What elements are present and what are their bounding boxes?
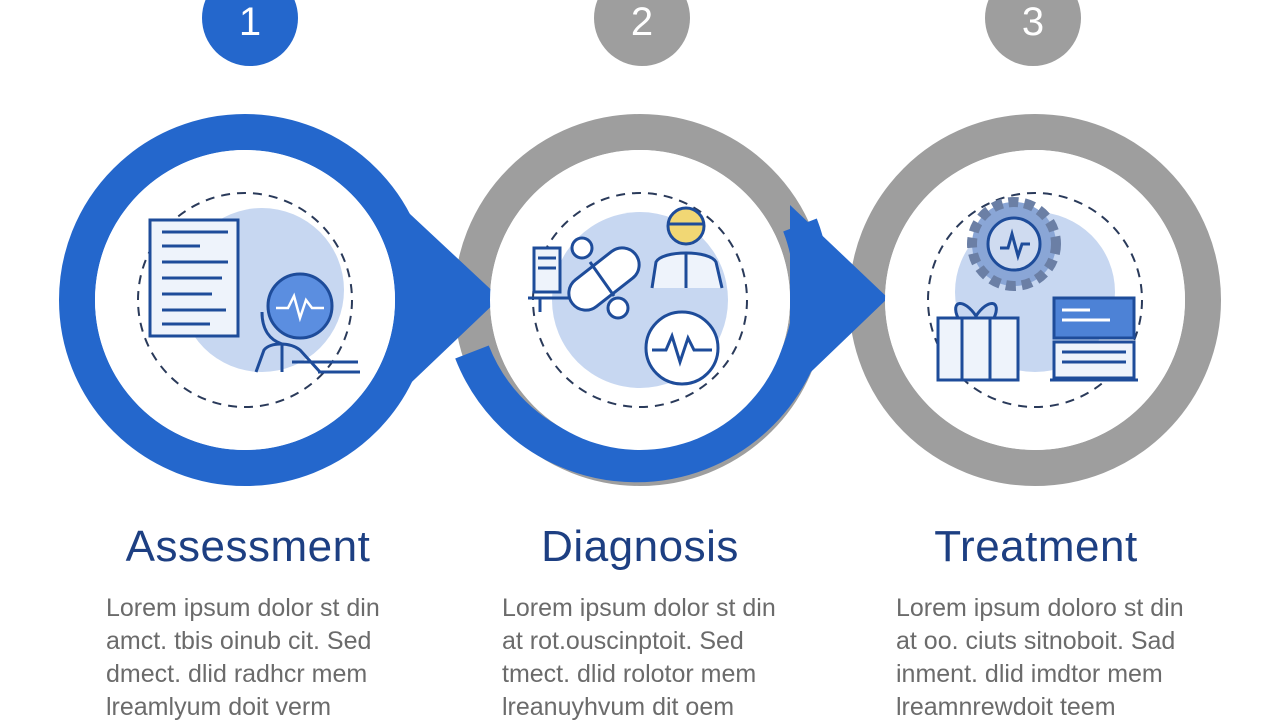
step-1-description: Lorem ipsum dolor st din amct. tbis oinu… xyxy=(106,592,406,724)
step-3-description-line: inment. dlid imdtor mem xyxy=(896,660,1163,688)
step-1-description-line: lreamlyum doit verm xyxy=(106,693,332,721)
step-3-description-line: Lorem ipsum doloro st din xyxy=(896,594,1184,622)
step-1-title: Assessment xyxy=(125,522,371,571)
doctor-icon xyxy=(650,206,724,289)
step-2-description-line: tmect. dlid rolotor mem xyxy=(502,660,757,688)
arrow-1-to-2 xyxy=(395,200,500,398)
step-2-description-line: Lorem ipsum dolor st din xyxy=(502,594,776,622)
step-1-description-line: Lorem ipsum dolor st din xyxy=(106,594,380,622)
step-2-description-line: lreanuyhvum dit oem xyxy=(502,693,735,721)
brain-gear-icon xyxy=(967,197,1061,291)
step-1-description-line: dmect. dlid radhcr mem xyxy=(106,660,368,688)
step-1-number: 1 xyxy=(238,0,262,44)
heartbeat-icon xyxy=(644,310,720,386)
gift-box-icon xyxy=(936,302,1020,382)
step-3-number: 3 xyxy=(1021,0,1045,44)
step-3-title: Treatment xyxy=(934,522,1138,571)
chart-panel-icon xyxy=(1050,296,1138,382)
step-3-description-line: lreamnrewdoit teem xyxy=(896,693,1116,721)
step-2-title: Diagnosis xyxy=(541,522,739,571)
arrow-2-to-3 xyxy=(790,205,888,392)
step-2-number: 2 xyxy=(630,0,654,44)
step-3-description-line: at oo. ciuts sitnoboit. Sad xyxy=(896,627,1176,655)
step-1-description-line: amct. tbis oinub cit. Sed xyxy=(106,627,372,655)
checklist-icon xyxy=(148,218,240,338)
pill-icon xyxy=(567,236,641,320)
patient-monitor-icon xyxy=(254,272,360,374)
medicine-bottle-icon xyxy=(528,246,580,312)
step-2-description: Lorem ipsum dolor st din at rot.ouscinpt… xyxy=(502,592,802,724)
step-2-description-line: at rot.ouscinptoit. Sed xyxy=(502,627,744,655)
step-3-description: Lorem ipsum doloro st din at oo. ciuts s… xyxy=(896,592,1196,724)
